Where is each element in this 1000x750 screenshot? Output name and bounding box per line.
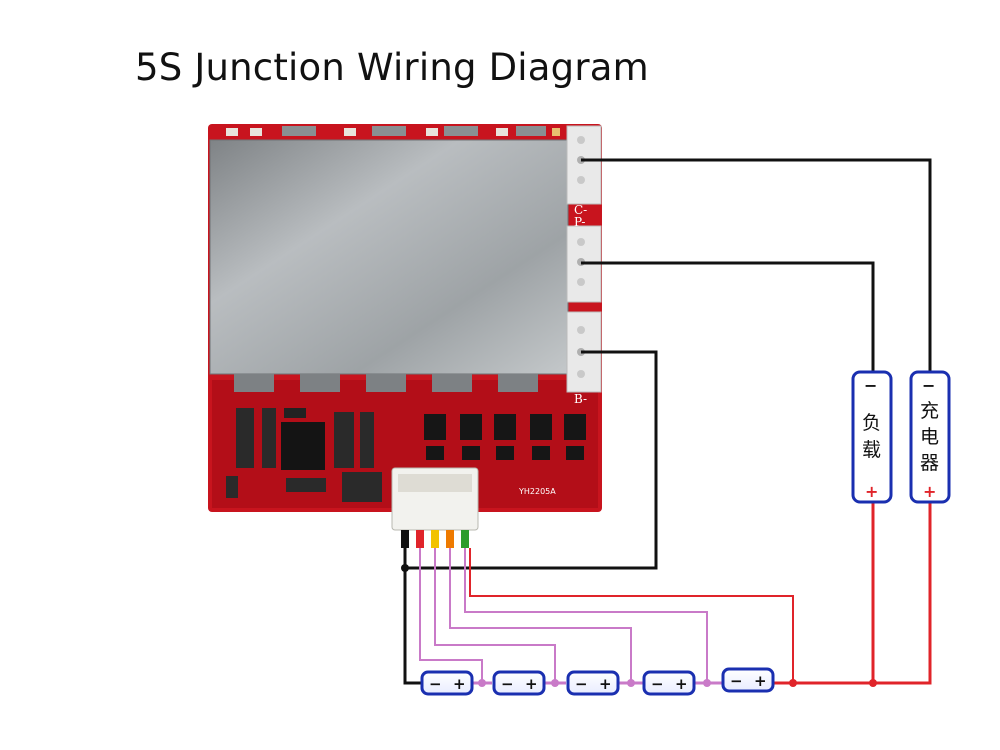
junction-dot: [627, 679, 635, 687]
bms-board: C- P- B- YH2205A: [208, 124, 602, 548]
junction-dot: [869, 679, 877, 687]
connector-wire-1: [416, 530, 424, 548]
metal-shield: [209, 139, 569, 375]
battery-cell-2: − +: [492, 670, 546, 696]
terminal-label-p: P-: [574, 215, 585, 229]
cell-minus: −: [575, 675, 588, 693]
cell-plus: +: [525, 675, 538, 693]
mosfet-chips: [424, 414, 586, 460]
wire-p-to-load: [581, 261, 875, 375]
load-label-char-2: 载: [862, 439, 881, 461]
charger-label-char-2: 电: [920, 426, 939, 448]
battery-cell-1: − +: [420, 670, 474, 696]
wires: [403, 158, 932, 685]
cell-plus: +: [599, 675, 612, 693]
page-title: 5S Junction Wiring Diagram: [135, 46, 649, 89]
cell-minus: −: [651, 675, 664, 693]
terminal-block: C- P- B-: [566, 125, 602, 406]
junction-dot: [789, 679, 797, 687]
cell-minus: −: [501, 675, 514, 693]
cell-minus: −: [730, 672, 743, 690]
wire-balance-black: [403, 548, 422, 685]
wire-balance-1: [419, 548, 483, 683]
junction-dots: [401, 564, 877, 687]
connector-wire-3: [446, 530, 454, 548]
load-label-char-1: 负: [862, 412, 881, 434]
junction-dot: [703, 679, 711, 687]
smd-components: [226, 408, 382, 502]
wire-balance-red: [469, 548, 794, 683]
cell-minus: −: [429, 675, 442, 693]
charger-box: − 充 电 器 +: [909, 370, 951, 504]
connector-wire-0: [401, 530, 409, 548]
terminal-label-c: C-: [574, 203, 587, 217]
junction-dot: [401, 564, 409, 572]
junction-dot: [478, 679, 486, 687]
mosfet-row: [234, 374, 538, 392]
load-plus: +: [865, 482, 878, 501]
wire-pack-positive: [774, 500, 932, 685]
charger-label-char-3: 器: [920, 452, 939, 474]
load-minus: −: [864, 376, 877, 395]
cell-plus: +: [754, 672, 767, 690]
charger-minus: −: [922, 376, 935, 395]
connector-housing: [398, 474, 472, 492]
cell-plus: +: [675, 675, 688, 693]
terminal-label-b: B-: [574, 392, 587, 406]
wire-c-to-charger: [581, 158, 932, 375]
wire-b-to-balance: [405, 350, 658, 570]
wire-balance-3: [449, 548, 632, 683]
charger-label-char-1: 充: [920, 400, 939, 422]
top-component-row: [226, 126, 560, 136]
battery-cell-4: − +: [642, 670, 696, 696]
ic-chip-small: [284, 408, 306, 418]
load-box: − 负 载 +: [851, 370, 893, 504]
wire-balance-2: [434, 548, 556, 683]
charger-plus: +: [923, 482, 936, 501]
battery-cell-3: − +: [566, 670, 620, 696]
battery-cell-5: − +: [721, 667, 775, 693]
connector-wire-4: [461, 530, 469, 548]
wire-balance-4: [464, 548, 708, 683]
ic-chip: [281, 422, 325, 470]
board-model-label: YH2205A: [518, 487, 556, 496]
cell-plus: +: [453, 675, 466, 693]
junction-dot: [551, 679, 559, 687]
connector-wire-2: [431, 530, 439, 548]
